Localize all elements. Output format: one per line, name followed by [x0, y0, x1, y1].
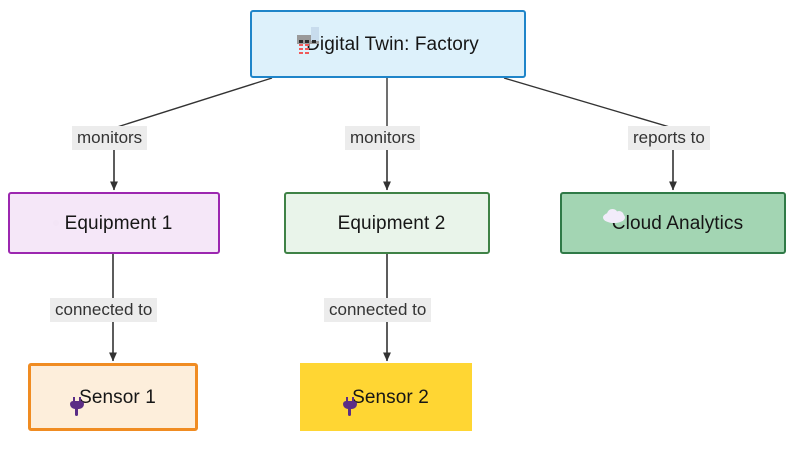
edge-root-cloud-analytics — [503, 77, 674, 129]
node-label-digital-twin-factory: Digital Twin: Factory — [306, 33, 479, 55]
node-sensor-1[interactable]: Sensor 1 — [28, 363, 198, 431]
edge-label-equipment-1-sensor-1: connected to — [50, 298, 158, 322]
node-label-equipment-2: Equipment 2 — [337, 212, 446, 234]
node-equipment-1[interactable]: Equipment 1 — [8, 192, 220, 254]
node-equipment-2[interactable]: Equipment 2 — [284, 192, 490, 254]
edge-label-root-cloud-analytics: reports to — [628, 126, 710, 150]
node-label-sensor-1: Sensor 1 — [79, 386, 156, 408]
node-cloud-analytics[interactable]: Cloud Analytics — [560, 192, 786, 254]
node-label-cloud-analytics: Cloud Analytics — [611, 212, 744, 234]
node-sensor-2[interactable]: Sensor 2 — [300, 363, 472, 431]
edge-label-root-equipment-1: monitors — [72, 126, 148, 150]
node-label-sensor-2: Sensor 2 — [352, 386, 429, 408]
node-digital-twin-factory[interactable]: Digital Twin: Factory — [250, 10, 526, 78]
node-label-equipment-1: Equipment 1 — [64, 212, 173, 234]
edge-root-equipment-1 — [113, 77, 273, 129]
edge-label-equipment-2-sensor-2: connected to — [324, 298, 432, 322]
edge-label-root-equipment-2: monitors — [345, 126, 421, 150]
